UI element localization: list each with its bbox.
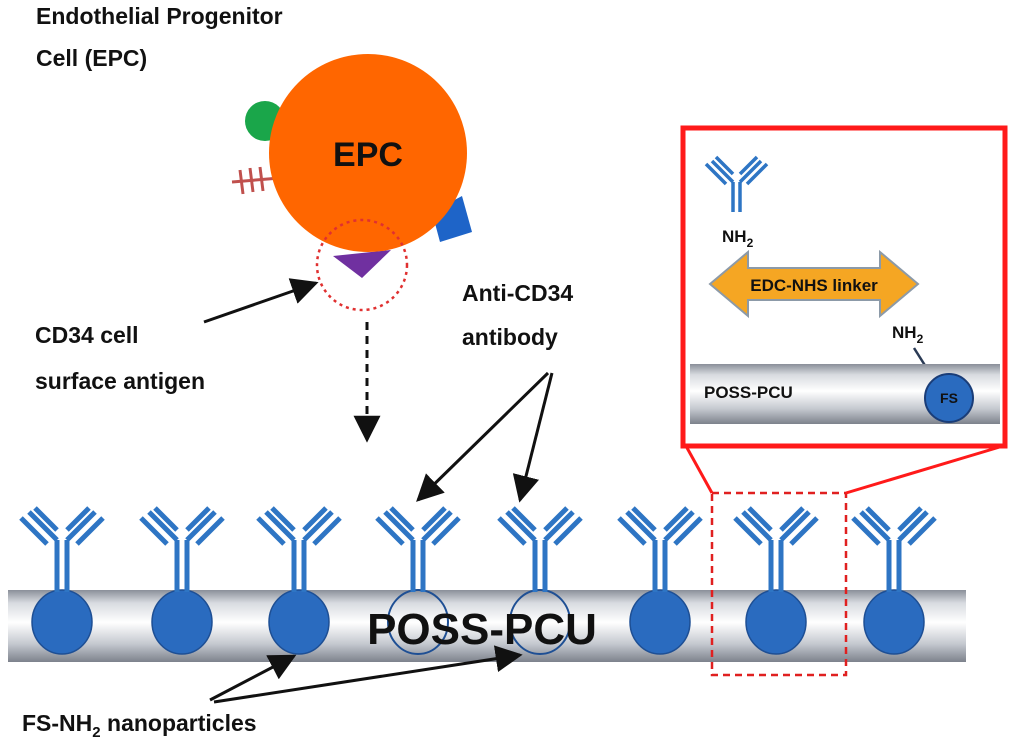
antibody-unit	[733, 506, 819, 655]
antibody-label-line-1: Anti-CD34	[462, 280, 573, 306]
inset-nh2-bottom-text: NH	[892, 323, 917, 342]
antibody-label-line-2: antibody	[462, 324, 558, 350]
fs-nh2-nanoparticle	[745, 589, 807, 655]
antibody-pointer-arrow-2	[512, 372, 554, 503]
fs-nh2-nanoparticle	[151, 589, 213, 655]
anti-cd34-antibody	[851, 506, 937, 592]
fs-nh2-nanoparticle	[31, 589, 93, 655]
inset-nh2-top: NH2	[722, 227, 754, 250]
cd34-pointer-arrow	[203, 278, 319, 324]
inset-fs-label: FS	[940, 390, 958, 406]
fs-nh2-nanoparticle	[268, 589, 330, 655]
nanoparticles-label-subscript: 2	[92, 724, 100, 741]
inset-connector-right	[845, 444, 1004, 495]
antibody-nanoparticle-row	[19, 506, 937, 655]
fs-nh2-nanoparticle	[629, 589, 691, 655]
nanoparticle-pointer-arrow-1	[209, 654, 297, 702]
anti-cd34-antibody	[375, 506, 461, 592]
inset-connector-left	[684, 445, 714, 494]
anti-cd34-antibody	[256, 506, 342, 592]
antigen-highlight-circle	[315, 218, 409, 312]
antibody-unit	[375, 506, 461, 655]
antibody-unit	[497, 506, 583, 655]
epc-label: EPC	[333, 136, 403, 174]
nanoparticles-label: FS-NH2 nanoparticles	[22, 710, 257, 741]
selection-dashed-box	[710, 491, 848, 677]
fs-nh2-nanoparticle	[863, 589, 925, 655]
nanoparticles-label-suffix: nanoparticles	[101, 710, 257, 736]
fs-nh2-nanoparticle	[387, 589, 449, 655]
epc-cell-group: EPC	[231, 54, 472, 312]
red-receptor-marker	[231, 166, 281, 195]
inset-antibody	[704, 155, 769, 212]
title-line-1: Endothelial Progenitor	[36, 3, 283, 29]
antibody-pointer-arrow-1	[416, 371, 550, 502]
anti-cd34-antibody	[617, 506, 703, 592]
inset-nh2-top-text: NH	[722, 227, 747, 246]
linker-double-arrow	[708, 249, 920, 319]
antibody-unit	[851, 506, 937, 655]
antibody-unit	[256, 506, 342, 655]
inset-nh2-top-sub: 2	[747, 236, 754, 250]
antibody-unit	[617, 506, 703, 655]
cd34-label-line-2: surface antigen	[35, 368, 205, 394]
anti-cd34-antibody	[19, 506, 105, 592]
inset-fs-particle	[924, 373, 974, 423]
linker-label: EDC-NHS linker	[750, 276, 878, 295]
inset-panel: NH2 EDC-NHS linker NH2 POSS-PCU FS	[680, 125, 1008, 449]
anti-cd34-antibody	[733, 506, 819, 592]
epc-cell	[269, 54, 467, 252]
antibody-unit	[139, 506, 225, 655]
cd34-antigen-marker	[333, 250, 391, 278]
nanoparticles-label-prefix: FS-NH	[22, 710, 92, 736]
inset-nh2-bottom: NH2	[892, 323, 924, 346]
anti-cd34-antibody	[139, 506, 225, 592]
surface-label: POSS-PCU	[367, 605, 597, 654]
inset-surface-label: POSS-PCU	[704, 383, 793, 402]
cd34-label-line-1: CD34 cell	[35, 322, 139, 348]
inset-nh2-bottom-sub: 2	[917, 332, 924, 346]
anti-cd34-antibody	[497, 506, 583, 592]
title-line-2: Cell (EPC)	[36, 45, 147, 71]
nanoparticle-pointer-arrow-2	[213, 645, 523, 704]
fs-nh2-nanoparticle	[509, 589, 571, 655]
antibody-unit	[19, 506, 105, 655]
